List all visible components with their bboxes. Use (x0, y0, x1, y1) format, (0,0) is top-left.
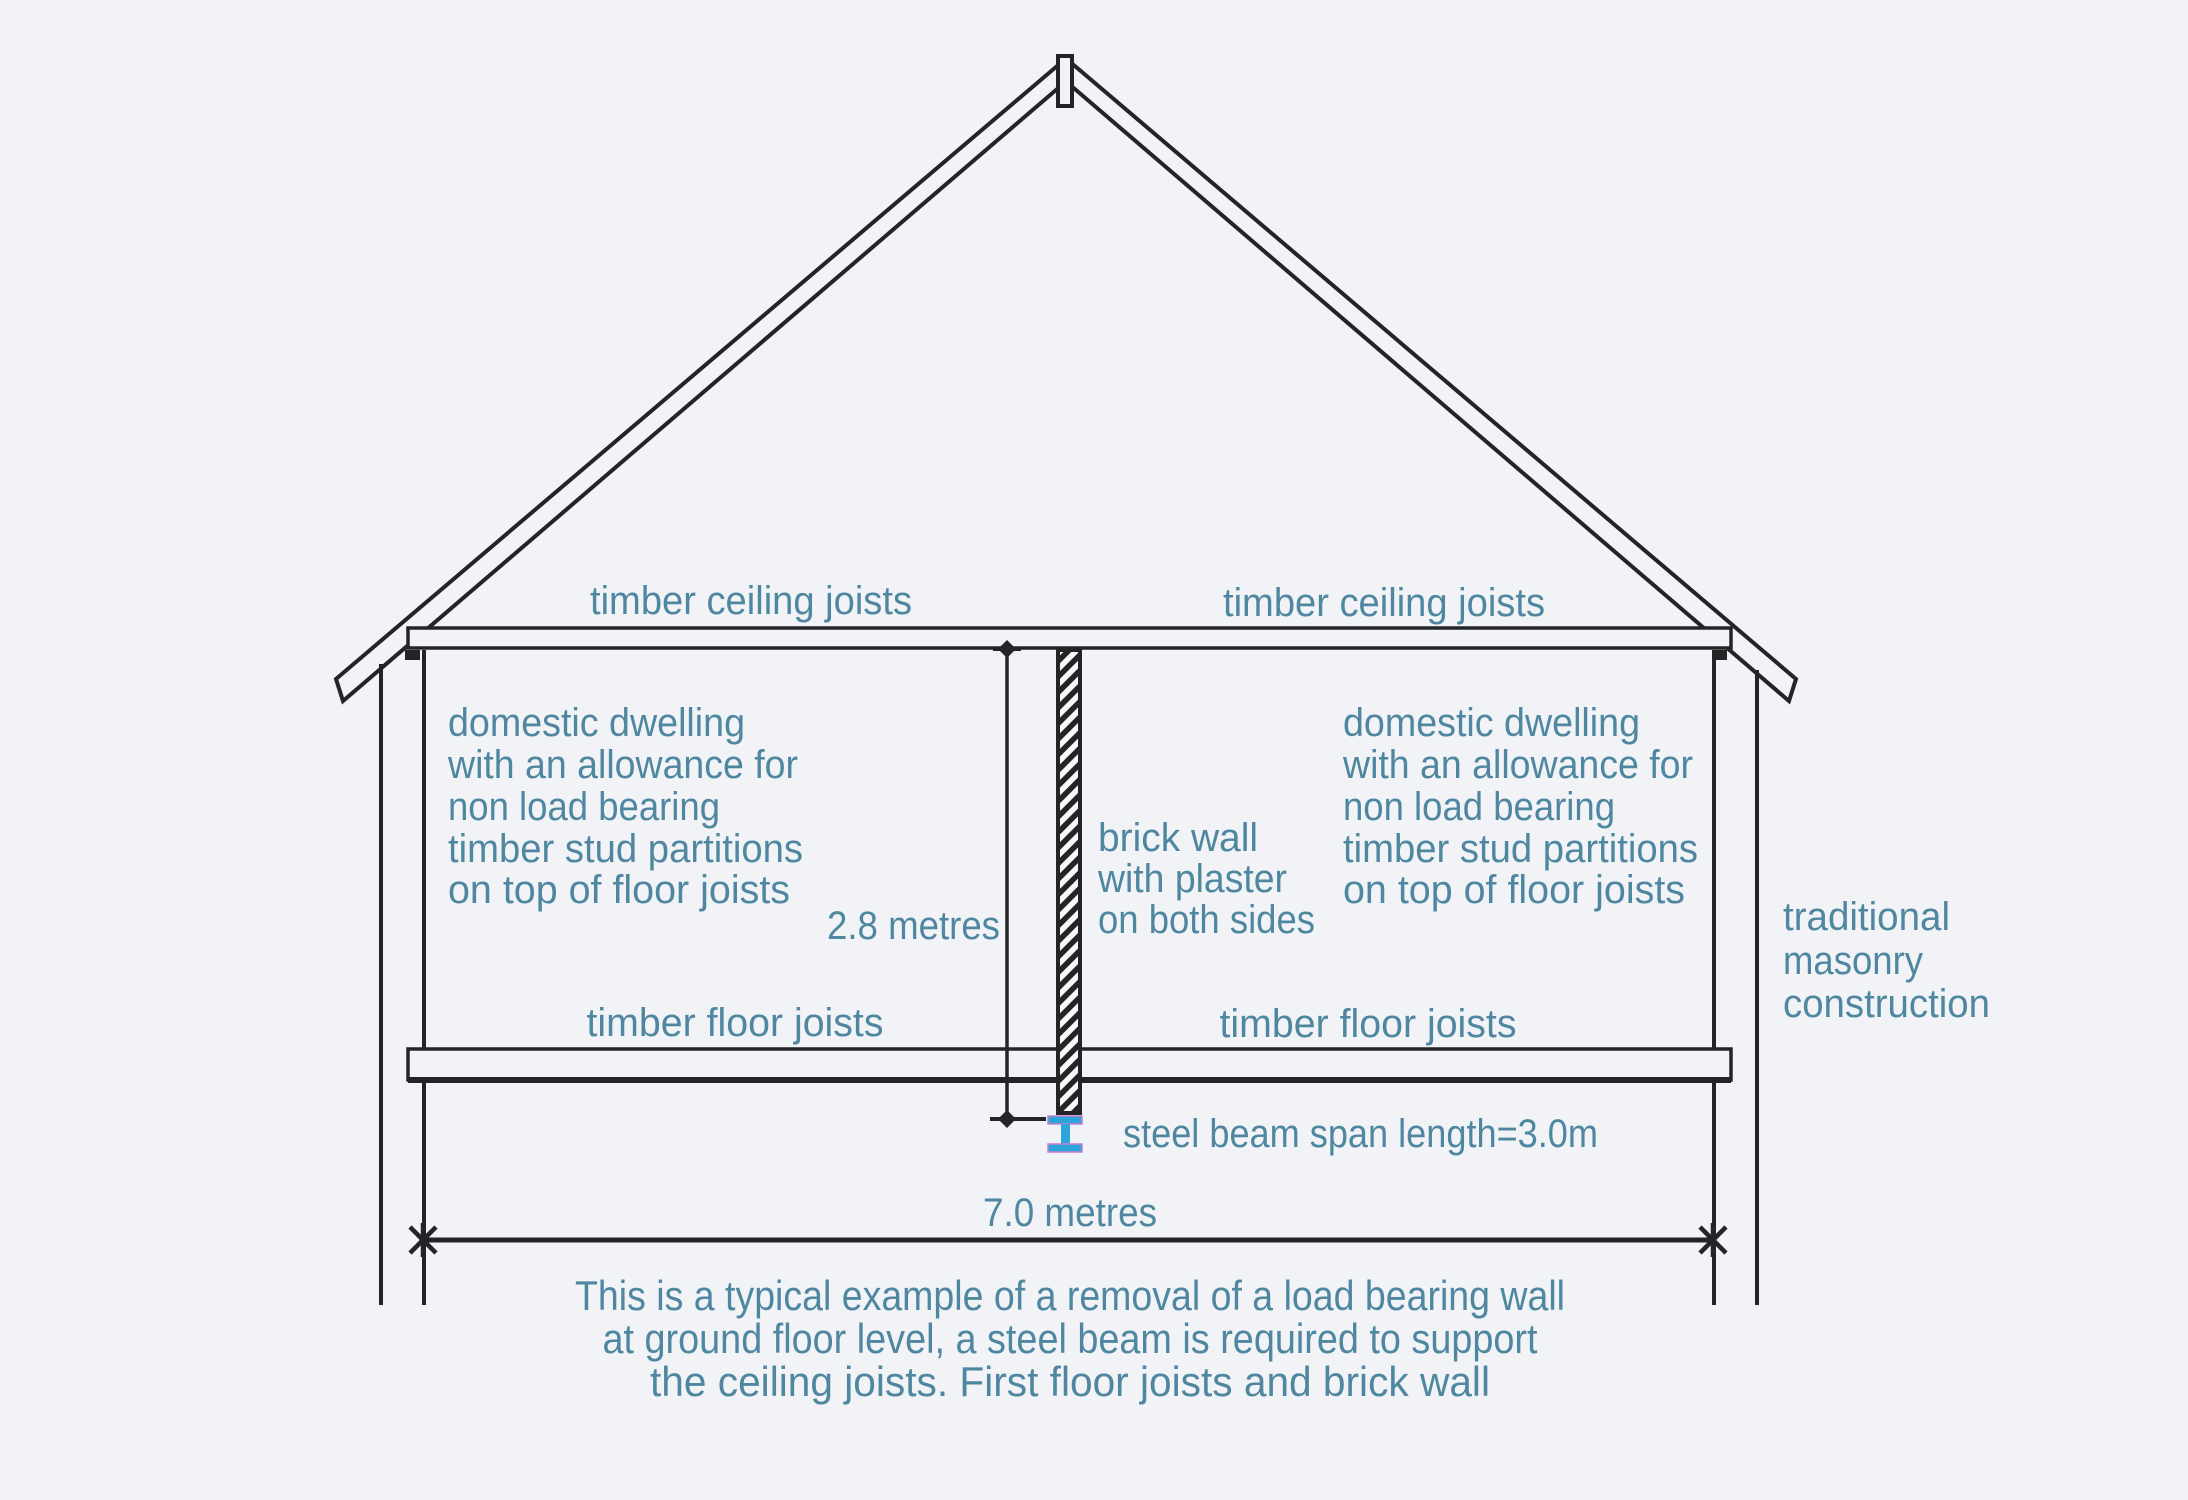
floor-joists-label-right: timber floor joists (1220, 1002, 1517, 1046)
brick-wall-line-1: brick wall (1098, 816, 1258, 860)
height-dimension-label: 2.8 metres (827, 904, 1000, 948)
height-dimension-line (990, 640, 1046, 1128)
dwelling-note-left: domestic dwelling with an allowance for … (447, 701, 803, 912)
dwelling-right-line-4: timber stud partitions (1343, 827, 1698, 871)
dimension-star-right (1698, 1223, 1728, 1257)
steel-beam-label: steel beam span length=3.0m (1123, 1112, 1598, 1156)
dwelling-left-line-1: domestic dwelling (448, 701, 745, 745)
caption-line-2: at ground floor level, a steel beam is r… (603, 1315, 1538, 1362)
masonry-line-1: traditional (1783, 895, 1950, 939)
dwelling-right-line-2: with an allowance for (1342, 743, 1693, 787)
dwelling-left-line-2: with an allowance for (447, 743, 798, 787)
dimension-arrow-top (998, 640, 1016, 658)
ceiling-joists-label-right: timber ceiling joists (1223, 581, 1545, 625)
right-wall-plate (1712, 650, 1727, 660)
dwelling-left-line-5: on top of floor joists (448, 868, 790, 912)
caption: This is a typical example of a removal o… (575, 1272, 1565, 1405)
dimension-star-left (408, 1223, 438, 1257)
dwelling-left-line-3: non load bearing (448, 785, 720, 829)
width-dimension-label: 7.0 metres (983, 1191, 1157, 1235)
caption-line-1: This is a typical example of a removal o… (575, 1272, 1565, 1319)
masonry-line-3: construction (1783, 982, 1990, 1026)
brick-wall-line-2: with plaster (1097, 857, 1287, 901)
dwelling-note-right: domestic dwelling with an allowance for … (1342, 701, 1698, 912)
masonry-note: traditional masonry construction (1783, 895, 1990, 1026)
dwelling-right-line-3: non load bearing (1343, 785, 1615, 829)
masonry-line-2: masonry (1783, 939, 1923, 983)
ridge-board (1056, 54, 1074, 108)
dimension-arrow-bottom (998, 1110, 1016, 1128)
left-wall-plate (405, 650, 420, 660)
brick-wall-note: brick wall with plaster on both sides (1097, 816, 1315, 942)
ceiling-joists-label-left: timber ceiling joists (590, 579, 912, 623)
dwelling-right-line-1: domestic dwelling (1343, 701, 1640, 745)
width-dimension-line (408, 1223, 1728, 1257)
caption-line-3: the ceiling joists. First floor joists a… (650, 1358, 1490, 1405)
floor-joists-label-left: timber floor joists (587, 1001, 884, 1045)
brick-wall-line-3: on both sides (1098, 898, 1315, 942)
dwelling-right-line-5: on top of floor joists (1343, 868, 1685, 912)
steel-beam-icon (1047, 1115, 1083, 1153)
brick-wall (1056, 648, 1082, 1115)
dwelling-left-line-4: timber stud partitions (448, 827, 803, 871)
ceiling-joist-band (406, 626, 1733, 650)
